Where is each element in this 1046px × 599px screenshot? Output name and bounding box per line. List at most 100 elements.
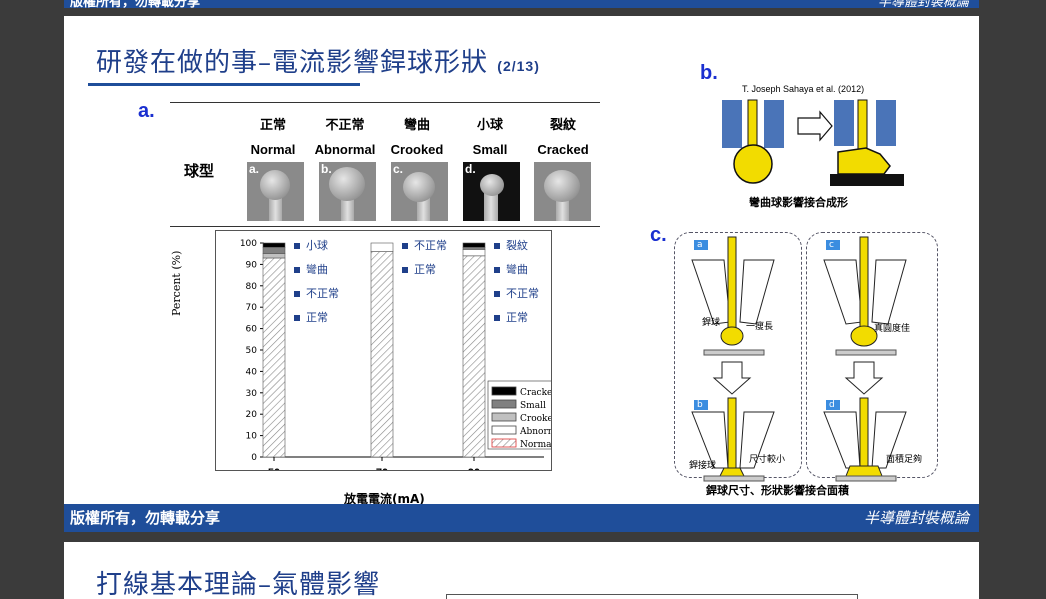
y-axis-label: Percent (%) <box>170 250 183 316</box>
table-bottom-rule <box>170 226 600 227</box>
annotation-smaller-size: 尺寸較小 <box>749 455 786 465</box>
annotation-label: 彎曲 <box>306 262 328 276</box>
annotation-label: 小球 <box>306 238 328 252</box>
header-zh-crooked: 彎曲 <box>403 118 430 133</box>
header-zh-abnormal: 不正常 <box>325 118 365 133</box>
annotation-bullet <box>294 315 300 321</box>
y-tick-label: 10 <box>246 432 258 442</box>
ball-photo-cracked <box>534 162 591 221</box>
photo-tag: b. <box>321 162 332 176</box>
annotation-elongated: 一瘦長 <box>746 322 774 332</box>
ball-photo-abnormal: b. <box>319 162 376 221</box>
y-tick-label: 20 <box>246 410 258 420</box>
legend-swatch-crooked <box>491 412 517 422</box>
annotation-bonded-ball: 銲接球 <box>689 461 717 471</box>
slide-title: 研發在做的事–電流影響銲球形狀 (2/13) <box>96 42 540 79</box>
bar-normal-90 <box>462 255 486 458</box>
header-en-crooked: Crooked <box>390 142 444 157</box>
bar-abnormal-70 <box>370 242 394 252</box>
annotation-bullet <box>494 315 500 321</box>
header-zh-cracked: 裂紋 <box>549 118 576 133</box>
y-tick-label: 40 <box>246 367 258 377</box>
legend-label-abnormal: Abnormal <box>519 427 551 437</box>
panel-a-label: a. <box>138 100 155 122</box>
legend-label-crooked: Crooked <box>520 414 551 424</box>
photo-tag: c. <box>393 162 404 176</box>
annotation-label: 正常 <box>306 311 328 324</box>
ball-photo-small: d. <box>463 162 520 221</box>
title-underline <box>88 83 360 86</box>
previous-footer-right: 半導體封裝概論 <box>877 0 969 10</box>
panel-c-tag-a: a <box>697 240 703 250</box>
crooked-ball-diagram <box>722 99 904 186</box>
bar-normal-70 <box>370 251 394 458</box>
bar-abnormal-90 <box>462 249 486 257</box>
annotation-label: 正常 <box>506 311 528 324</box>
header-en-small: Small <box>472 142 508 157</box>
panel-b-caption: 彎曲球影響接合成形 <box>749 196 848 209</box>
y-tick-label: 100 <box>240 239 257 249</box>
bar-small-90 <box>462 246 486 250</box>
y-tick-label: 0 <box>251 453 257 463</box>
header-zh-normal: 正常 <box>259 118 286 133</box>
annotation-sufficient-area: 面積足夠 <box>886 455 923 465</box>
annotation-bullet <box>494 291 500 297</box>
next-slide-title: 打線基本理論–氣體影響 <box>96 570 381 599</box>
annotation-label: 正常 <box>414 263 436 276</box>
legend-swatch-normal <box>491 438 517 448</box>
legend-label-cracked: Cracked <box>520 388 551 398</box>
header-en-abnormal: Abnormal <box>314 142 376 157</box>
annotation-bullet <box>402 267 408 273</box>
x-tick-label-90: 90 <box>468 467 480 470</box>
annotation-good-roundness: 真圓度佳 <box>874 324 911 334</box>
y-tick-label: 60 <box>246 325 258 335</box>
panel-c-tag-c: c <box>829 240 834 250</box>
annotation-label: 不正常 <box>414 239 447 252</box>
capillary-diagram <box>691 236 907 482</box>
previous-footer-left: 版權所有，勿轉載分享 <box>70 0 201 10</box>
table-top-rule <box>170 102 600 103</box>
annotation-bullet <box>294 267 300 273</box>
annotation-bullet <box>494 243 500 249</box>
bar-chart: 010203040506070809010050小球彎曲不正常正常70不正常正常… <box>215 230 565 479</box>
panel-c-tag-d: d <box>829 400 835 410</box>
annotation-bullet <box>402 243 408 249</box>
annotation-bullet <box>494 267 500 273</box>
bar-normal-50 <box>262 257 286 458</box>
legend-swatch-abnormal <box>491 425 517 435</box>
header-en-cracked: Cracked <box>537 142 589 157</box>
annotation-label: 不正常 <box>306 287 339 300</box>
annotation-label: 彎曲 <box>506 262 528 276</box>
ball-photo-crooked: c. <box>391 162 448 221</box>
legend-label-small: Small <box>520 401 546 411</box>
slide-page-number: (2/13) <box>497 58 540 74</box>
annotation-bullet <box>294 291 300 297</box>
legend-swatch-small <box>491 399 517 409</box>
legend-label-normal: Normal <box>520 440 551 450</box>
legend-swatch-cracked <box>491 386 517 396</box>
panel-b-label: b. <box>700 62 718 84</box>
next-slide-table-top <box>446 594 858 599</box>
header-zh-small: 小球 <box>476 118 503 133</box>
y-tick-label: 70 <box>246 303 258 313</box>
bar-crooked-50 <box>262 253 286 259</box>
row-label: 球型 <box>184 162 215 180</box>
x-axis-label: 放電電流(mA) <box>344 492 425 506</box>
slide-footer: 版權所有，勿轉載分享 半導體封裝概論 <box>64 504 979 532</box>
footer-left: 版權所有，勿轉載分享 <box>70 509 221 527</box>
slide-next[interactable]: 打線基本理論–氣體影響 <box>64 542 979 599</box>
annotation-label: 裂紋 <box>506 238 528 252</box>
annotation-solder-ball: 銲球 <box>702 318 721 328</box>
y-tick-label: 30 <box>246 389 258 399</box>
bar-cracked-50 <box>262 242 286 248</box>
previous-slide-footer: 版權所有，勿轉載分享 半導體封裝概論 <box>64 0 979 10</box>
photo-tag: a. <box>249 162 260 176</box>
bar-cracked-90 <box>462 242 486 248</box>
y-tick-label: 50 <box>246 346 258 356</box>
x-tick-label-50: 50 <box>268 467 280 470</box>
header-en-normal: Normal <box>250 142 296 157</box>
slide-main[interactable]: 研發在做的事–電流影響銲球形狀 (2/13) a. 球型 正常 不正常 彎曲 小… <box>64 16 979 506</box>
panel-c-tag-b: b <box>697 400 703 410</box>
y-tick-label: 90 <box>246 260 258 270</box>
bar-small-50 <box>262 246 286 255</box>
